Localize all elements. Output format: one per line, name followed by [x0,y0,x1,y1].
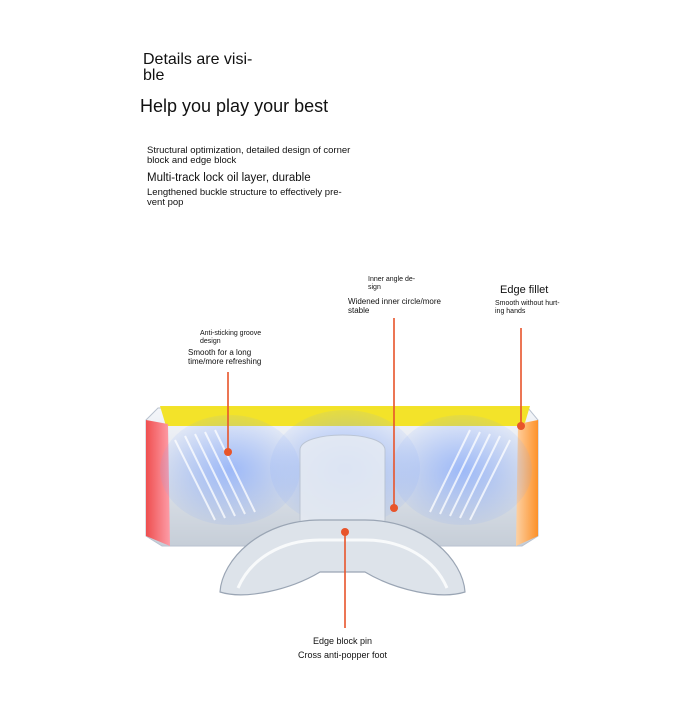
cube-body [145,406,539,547]
feature-structural: Structural optimization, detailed design… [147,145,351,166]
callout-lines [227,318,522,628]
callout-inner-angle-desc: Widened inner circle/more stable [348,297,441,315]
callout-inner-angle-title: Inner angle de-sign [368,276,416,291]
anti-popper-foot [219,519,466,596]
feature-buckle: Lengthened buckle structure to effective… [147,187,342,208]
heading-details: Details are visi- ble [143,51,253,84]
feature-oil-layer: Multi-track lock oil layer, durable [147,172,311,184]
heading-main: Help you play your best [140,96,329,116]
callout-dots [224,422,525,536]
callout-anti-sticking-title: Anti-sticking groove design [200,330,262,345]
callout-anti-sticking-desc: Smooth for a long time/more refreshing [188,348,262,366]
callout-edge-block-pin: Edge block pin [313,636,373,646]
callout-edge-fillet-title: Edge fillet [500,284,549,296]
callout-cross-foot: Cross anti-popper foot [298,650,388,660]
callout-edge-fillet-desc: Smooth without hurt-ing hands [495,300,560,315]
